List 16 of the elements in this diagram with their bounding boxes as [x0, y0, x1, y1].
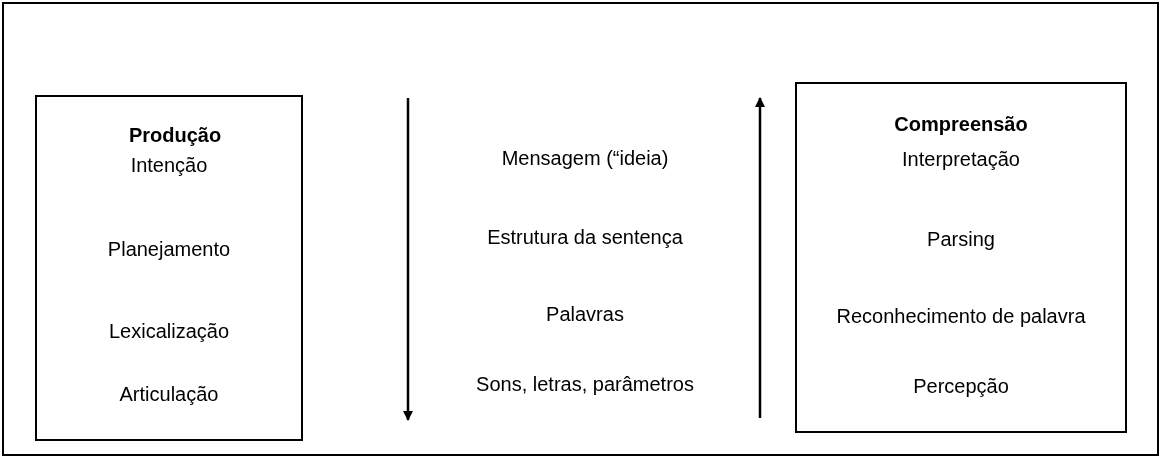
- level-label: Palavras: [546, 302, 624, 326]
- stage-label: Parsing: [927, 227, 995, 251]
- box-heading: Compreensão: [894, 112, 1028, 136]
- stage-label: Planejamento: [107, 237, 231, 261]
- box-heading: Produção: [128, 123, 222, 147]
- stage-label: Percepção: [913, 374, 1009, 398]
- stage-label: Articulação: [119, 382, 219, 406]
- level-label: Mensagem (“ideia): [501, 146, 669, 170]
- level-label: Estrutura da sentença: [487, 225, 683, 249]
- text-box: [35, 95, 303, 441]
- stage-label: Intenção: [130, 153, 208, 177]
- stage-label: Lexicalização: [108, 319, 230, 343]
- text-box: [795, 82, 1127, 433]
- stage-label: Interpretação: [902, 147, 1020, 171]
- level-label: Sons, letras, parâmetros: [476, 372, 694, 396]
- stage-label: Reconhecimento de palavra: [836, 304, 1086, 328]
